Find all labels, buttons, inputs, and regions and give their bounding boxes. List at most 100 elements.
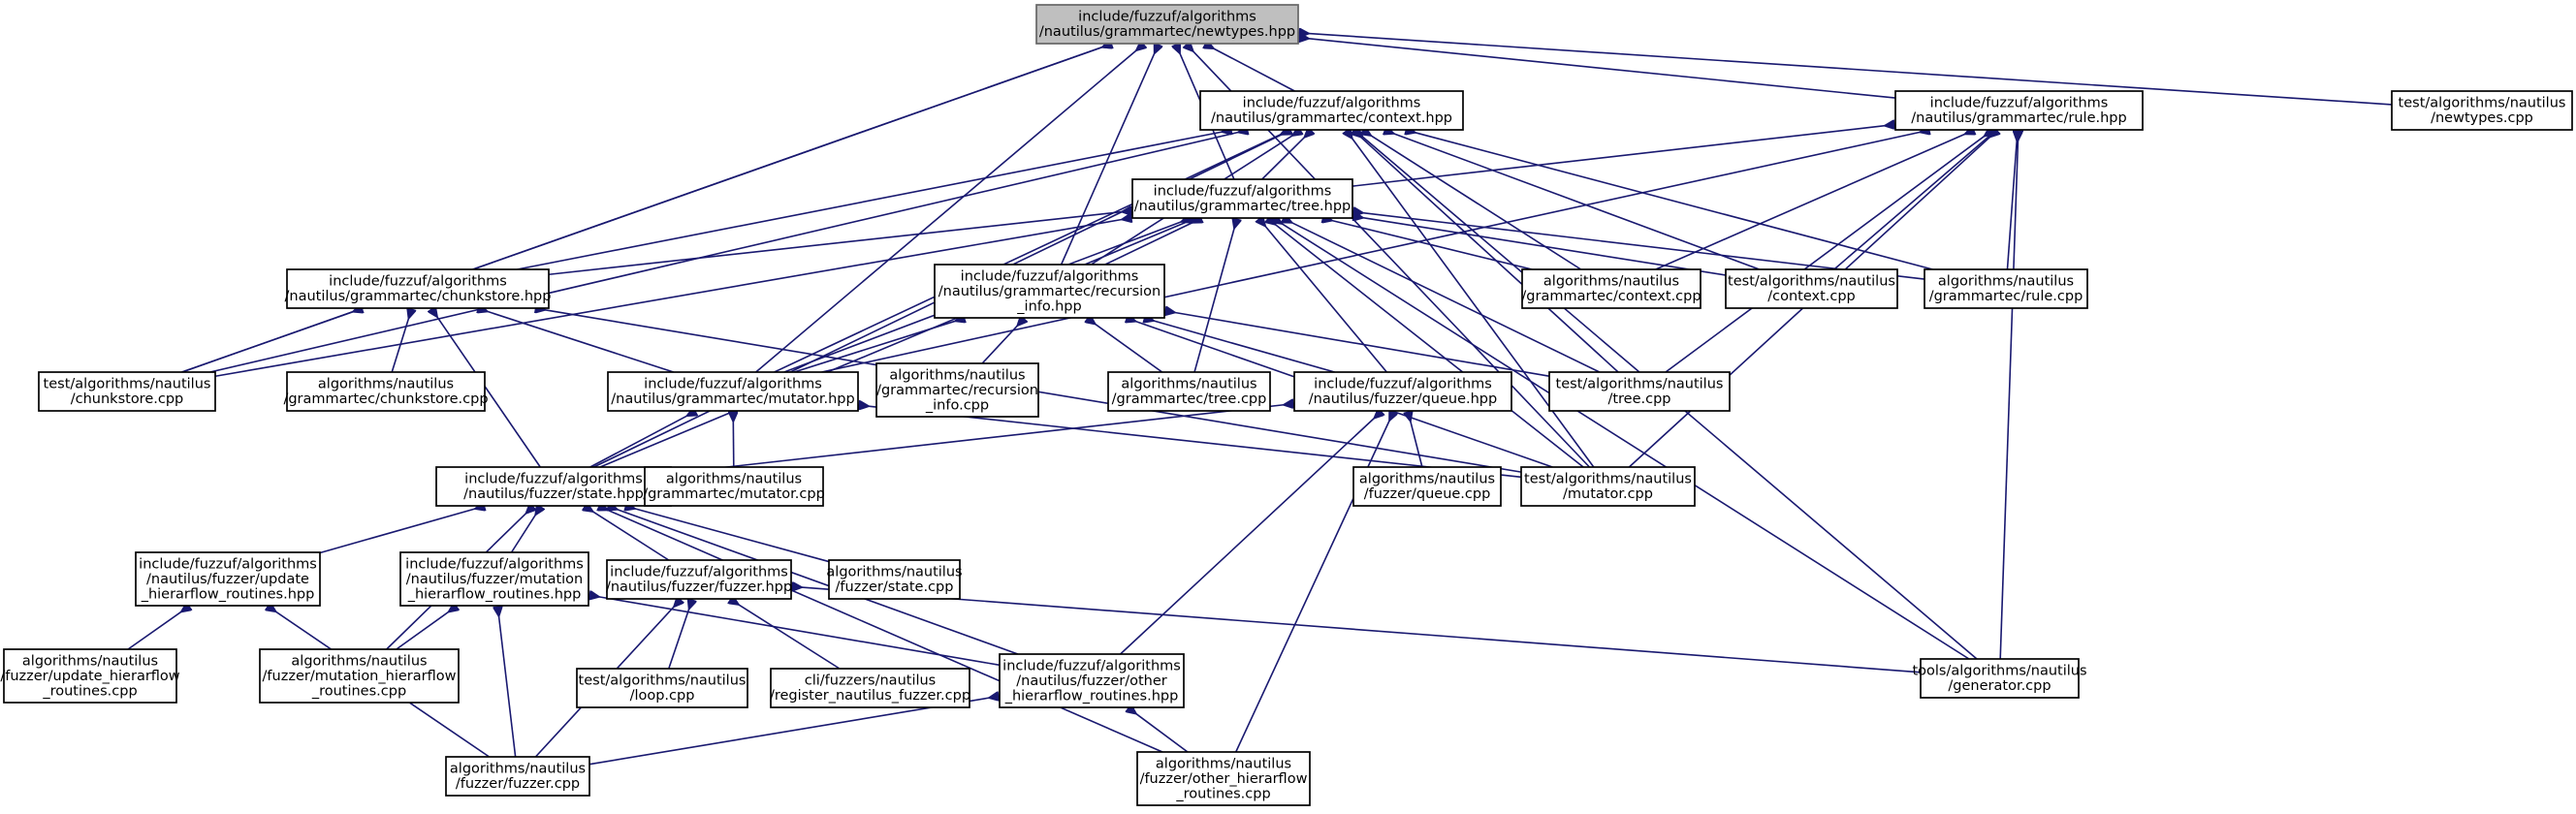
edge-mutation-hierarflow-hpp-to-fuzzer-cpp <box>499 616 517 758</box>
node-label-line: include/fuzzuf/algorithms <box>329 274 507 290</box>
graph-node-test-mutator-cpp[interactable]: test/algorithms/nautilus/mutator.cpp <box>1520 466 1696 507</box>
edge-newtypes-hpp-to-mutator-hpp <box>755 50 1136 373</box>
graph-node-test-newtypes-cpp[interactable]: test/algorithms/nautilus/newtypes.cpp <box>2391 90 2573 131</box>
graph-node-other-hierarflow-hpp[interactable]: include/fuzzuf/algorithms/nautilus/fuzze… <box>999 653 1185 708</box>
nodes-layer: include/fuzzuf/algorithms/nautilus/gramm… <box>0 4 2573 806</box>
graph-node-context-hpp[interactable]: include/fuzzuf/algorithms/nautilus/gramm… <box>1199 90 1464 131</box>
edge-context-hpp-to-chunkstore-hpp <box>517 132 1222 270</box>
node-label-line: include/fuzzuf/algorithms <box>1078 10 1256 25</box>
edge-fuzzer-hpp-to-register-cpp <box>739 605 841 670</box>
node-box <box>1521 268 1701 309</box>
graph-node-test-tree-cpp[interactable]: test/algorithms/nautilus/tree.cpp <box>1548 371 1731 412</box>
node-box <box>1035 4 1299 45</box>
graph-node-test-chunkstore-cpp[interactable]: test/algorithms/nautilus/chunkstore.cpp <box>38 371 216 412</box>
edge-mutation-hierarflow-hpp-to-mutation-hierarflow-cpp <box>396 611 449 650</box>
edge-state-hpp-to-other-hierarflow-hpp <box>618 510 1019 655</box>
graph-node-rule-cpp[interactable]: algorithms/nautilus/grammartec/rule.cpp <box>1924 268 2088 309</box>
edge-recursion-info-hpp-to-test-tree-cpp <box>1175 313 1550 377</box>
graph-node-register-cpp[interactable]: cli/fuzzers/nautilus/register_nautilus_f… <box>770 668 970 708</box>
edge-context-hpp-to-test-mutator-cpp <box>1352 139 1595 468</box>
graph-node-tree-cpp[interactable]: algorithms/nautilus/grammartec/tree.cpp <box>1107 371 1271 412</box>
graph-node-tree-hpp[interactable]: include/fuzzuf/algorithms/nautilus/gramm… <box>1131 178 1353 219</box>
node-label-line: _hierarflow_routines.hpp <box>141 586 315 602</box>
edge-tree-hpp-to-state-hpp <box>599 222 1187 468</box>
node-label-line: _routines.cpp <box>42 683 137 699</box>
edge-chunkstore-hpp-to-chunkstore-cpp <box>391 319 408 373</box>
edge-state-hpp-to-state-cpp <box>635 509 830 563</box>
node-label-line: include/fuzzuf/algorithms <box>464 472 643 487</box>
edge-newtypes-hpp-to-context-hpp <box>1214 48 1295 92</box>
edge-rule-hpp-to-test-context-cpp <box>1833 137 1988 270</box>
graph-node-mutation-hierarflow-hpp[interactable]: include/fuzzuf/algorithms/nautilus/fuzze… <box>399 551 589 607</box>
node-label-line: _routines.cpp <box>311 683 406 699</box>
edge-mutation-hierarflow-hpp-to-other-hierarflow-hpp <box>599 597 1001 667</box>
node-label-line: /fuzzer/fuzzer.cpp <box>456 776 580 792</box>
node-label-line: /nautilus/grammartec/recursion <box>938 284 1161 299</box>
graph-node-chunkstore-hpp[interactable]: include/fuzzuf/algorithms/nautilus/gramm… <box>285 268 552 309</box>
node-box <box>259 648 460 704</box>
node-box <box>1920 658 2080 699</box>
graph-node-state-hpp[interactable]: include/fuzzuf/algorithms/nautilus/fuzze… <box>435 466 672 507</box>
node-label-line: include/fuzzuf/algorithms <box>961 268 1139 284</box>
node-label-line: include/fuzzuf/algorithms <box>405 556 584 572</box>
node-box <box>1520 466 1696 507</box>
graph-node-queue-cpp[interactable]: algorithms/nautilus/fuzzer/queue.cpp <box>1352 466 1502 507</box>
node-box <box>1293 371 1512 412</box>
node-label-line: algorithms/nautilus <box>1121 377 1256 392</box>
graph-node-test-context-cpp[interactable]: test/algorithms/nautilus/context.cpp <box>1725 268 1898 309</box>
graph-node-recursion-info-cpp[interactable]: algorithms/nautilus/grammartec/recursion… <box>875 362 1039 418</box>
edge-tree-hpp-to-generator-cpp <box>1282 224 1970 660</box>
graph-node-mutation-hierarflow-cpp[interactable]: algorithms/nautilus/fuzzer/mutation_hier… <box>259 648 460 704</box>
graph-node-loop-cpp[interactable]: test/algorithms/nautilus/loop.cpp <box>576 668 748 708</box>
edge-state-hpp-to-other-hierarflow-cpp <box>608 510 1163 753</box>
graph-node-recursion-info-hpp[interactable]: include/fuzzuf/algorithms/nautilus/gramm… <box>934 264 1165 319</box>
node-box <box>576 668 748 708</box>
edge-rule-hpp-to-tree-hpp <box>1352 126 1885 187</box>
node-box <box>286 371 486 412</box>
edge-tree-hpp-to-rule-cpp <box>1363 213 1925 280</box>
node-label-line: include/fuzzuf/algorithms <box>1002 658 1181 673</box>
node-label-line: test/algorithms/nautilus <box>1728 274 1895 290</box>
edge-newtypes-hpp-to-test-newtypes-cpp <box>1309 34 2393 106</box>
node-label-line: algorithms/nautilus <box>666 472 802 487</box>
node-label-line: /nautilus/fuzzer/fuzzer.hpp <box>606 579 792 595</box>
graph-node-other-hierarflow-cpp[interactable]: algorithms/nautilus/fuzzer/other_hierarf… <box>1136 751 1311 806</box>
node-label-line: include/fuzzuf/algorithms <box>139 556 317 572</box>
graph-node-state-cpp[interactable]: algorithms/nautilus/fuzzer/state.cpp <box>826 559 963 600</box>
node-label-line: cli/fuzzers/nautilus <box>805 673 937 689</box>
graph-node-rule-hpp[interactable]: include/fuzzuf/algorithms/nautilus/gramm… <box>1894 90 2144 131</box>
node-label-line: /tree.cpp <box>1607 391 1670 407</box>
edge-rule-hpp-to-mutator-hpp <box>821 132 1920 373</box>
graph-node-queue-hpp[interactable]: include/fuzzuf/algorithms/nautilus/fuzze… <box>1293 371 1512 412</box>
graph-node-mutator-hpp[interactable]: include/fuzzuf/algorithms/nautilus/gramm… <box>607 371 859 412</box>
graph-node-generator-cpp[interactable]: tools/algorithms/nautilus/generator.cpp <box>1912 658 2087 699</box>
node-label-line: include/fuzzuf/algorithms <box>644 377 822 392</box>
graph-node-mutator-cpp[interactable]: algorithms/nautilus/grammartec/mutator.c… <box>643 466 825 507</box>
node-label-line: /grammartec/chunkstore.cpp <box>283 391 488 407</box>
node-box <box>1136 751 1311 806</box>
edge-chunkstore-hpp-to-mutator-hpp <box>488 311 674 373</box>
graph-node-fuzzer-hpp[interactable]: include/fuzzuf/algorithms/nautilus/fuzze… <box>606 559 792 600</box>
node-box <box>607 371 859 412</box>
node-label-line: /nautilus/grammartec/tree.hpp <box>1134 199 1352 214</box>
node-label-line: /nautilus/grammartec/rule.hpp <box>1911 110 2126 126</box>
node-label-line: /fuzzer/mutation_hierarflow <box>263 669 457 684</box>
graph-node-chunkstore-cpp[interactable]: algorithms/nautilus/grammartec/chunkstor… <box>283 371 489 412</box>
node-label-line: /nautilus/fuzzer/other <box>1016 673 1166 689</box>
node-label-line: include/fuzzuf/algorithms <box>610 565 788 580</box>
node-label-line: test/algorithms/nautilus <box>1524 472 1692 487</box>
node-box <box>1548 371 1731 412</box>
node-label-line: include/fuzzuf/algorithms <box>1154 184 1332 200</box>
node-box <box>999 653 1185 708</box>
graph-node-context-cpp[interactable]: algorithms/nautilus/grammartec/context.c… <box>1521 268 1701 309</box>
edge-tree-hpp-to-test-tree-cpp <box>1292 223 1601 373</box>
node-box <box>1924 268 2088 309</box>
graph-node-update-hierarflow-hpp[interactable]: include/fuzzuf/algorithms/nautilus/fuzze… <box>135 551 321 607</box>
edge-tree-hpp-to-test-chunkstore-cpp <box>214 220 1122 378</box>
graph-node-fuzzer-cpp[interactable]: algorithms/nautilus/fuzzer/fuzzer.cpp <box>445 756 590 797</box>
graph-node-newtypes-hpp[interactable]: include/fuzzuf/algorithms/nautilus/gramm… <box>1035 4 1299 45</box>
node-label-line: algorithms/nautilus <box>889 367 1025 383</box>
edge-queue-hpp-to-queue-cpp <box>1411 422 1423 468</box>
edge-tree-hpp-to-test-mutator-cpp <box>1276 225 1584 468</box>
graph-node-update-hierarflow-cpp[interactable]: algorithms/nautilus/fuzzer/update_hierar… <box>0 648 180 704</box>
